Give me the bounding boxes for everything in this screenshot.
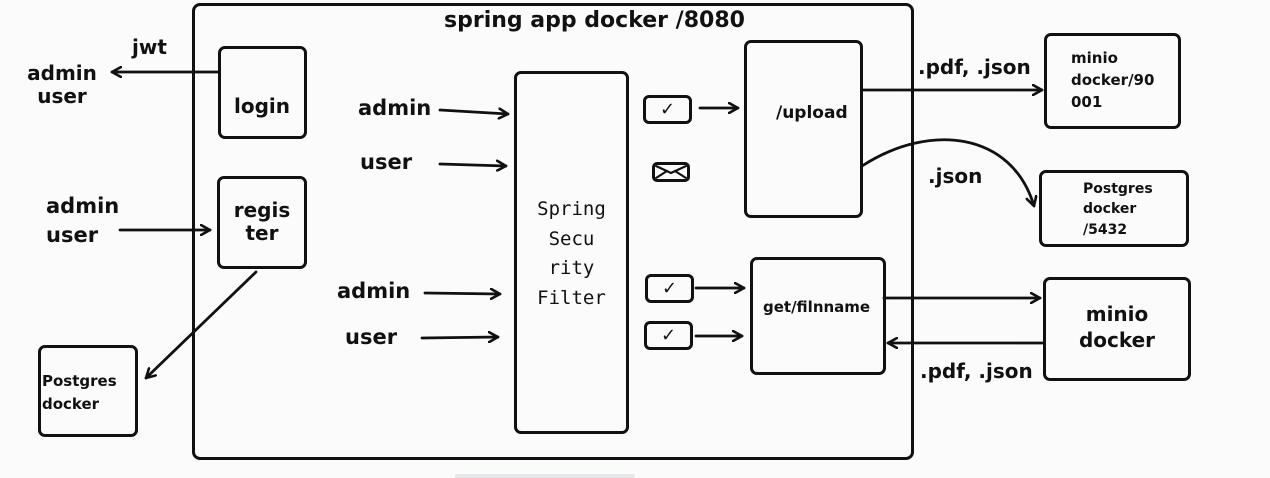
postgres-upload-box bbox=[1039, 170, 1189, 247]
register-box-label: regis ter bbox=[233, 198, 291, 245]
minio-upload-label: minio docker/90 001 bbox=[1071, 49, 1155, 111]
filter-input-user-1: user bbox=[360, 150, 413, 174]
arrow-user-to-filter-1 bbox=[438, 164, 508, 166]
login-box-label: login bbox=[234, 94, 291, 118]
register-box bbox=[217, 176, 307, 269]
minio-upload-box bbox=[1044, 33, 1181, 129]
envelope-icon bbox=[652, 162, 690, 182]
check-icon-upload: ✓ bbox=[643, 95, 692, 124]
minio-get-label: minio docker bbox=[1078, 302, 1156, 352]
spring-security-filter-label: Spring Secu rity Filter bbox=[537, 198, 606, 309]
arrow-upload-to-postgres bbox=[860, 138, 1034, 208]
upload-endpoint-label: /upload bbox=[776, 103, 848, 123]
login-box bbox=[218, 46, 307, 139]
filter-input-admin-1: admin bbox=[358, 96, 432, 120]
postgres-register-box bbox=[38, 345, 138, 437]
horizontal-scrollbar[interactable] bbox=[455, 474, 635, 478]
jwt-label: jwt bbox=[132, 35, 167, 59]
arrow-admin-to-filter-1 bbox=[438, 110, 510, 114]
arrow-register-to-postgres bbox=[144, 270, 258, 380]
login-output-actor-label: admin user bbox=[27, 61, 97, 108]
register-input-actor-label: admin user bbox=[46, 194, 120, 248]
spring-security-filter-box bbox=[514, 71, 629, 434]
container-title: spring app docker /8080 bbox=[444, 8, 745, 33]
upload-endpoint-box bbox=[744, 40, 863, 218]
postgres-upload-label: Postgres docker /5432 bbox=[1083, 181, 1153, 238]
arrow-user-to-filter-2 bbox=[420, 337, 500, 338]
check-icon-get-1: ✓ bbox=[645, 274, 694, 303]
upload-to-postgres-label: .json bbox=[928, 164, 983, 188]
filter-input-admin-2: admin bbox=[337, 279, 411, 303]
spring-app-container bbox=[192, 3, 914, 460]
get-filename-endpoint-label: get/filnname bbox=[763, 298, 871, 316]
minio-get-box bbox=[1043, 277, 1191, 381]
filter-input-user-2: user bbox=[345, 325, 398, 349]
get-filename-endpoint-box bbox=[750, 257, 886, 375]
postgres-register-label: Postgres docker bbox=[42, 372, 117, 413]
arrow-admin-to-filter-2 bbox=[423, 293, 502, 294]
upload-to-minio-label: .pdf, .json bbox=[918, 55, 1031, 79]
check-icon-get-2: ✓ bbox=[644, 321, 693, 350]
minio-to-get-label: .pdf, .json bbox=[920, 359, 1033, 383]
